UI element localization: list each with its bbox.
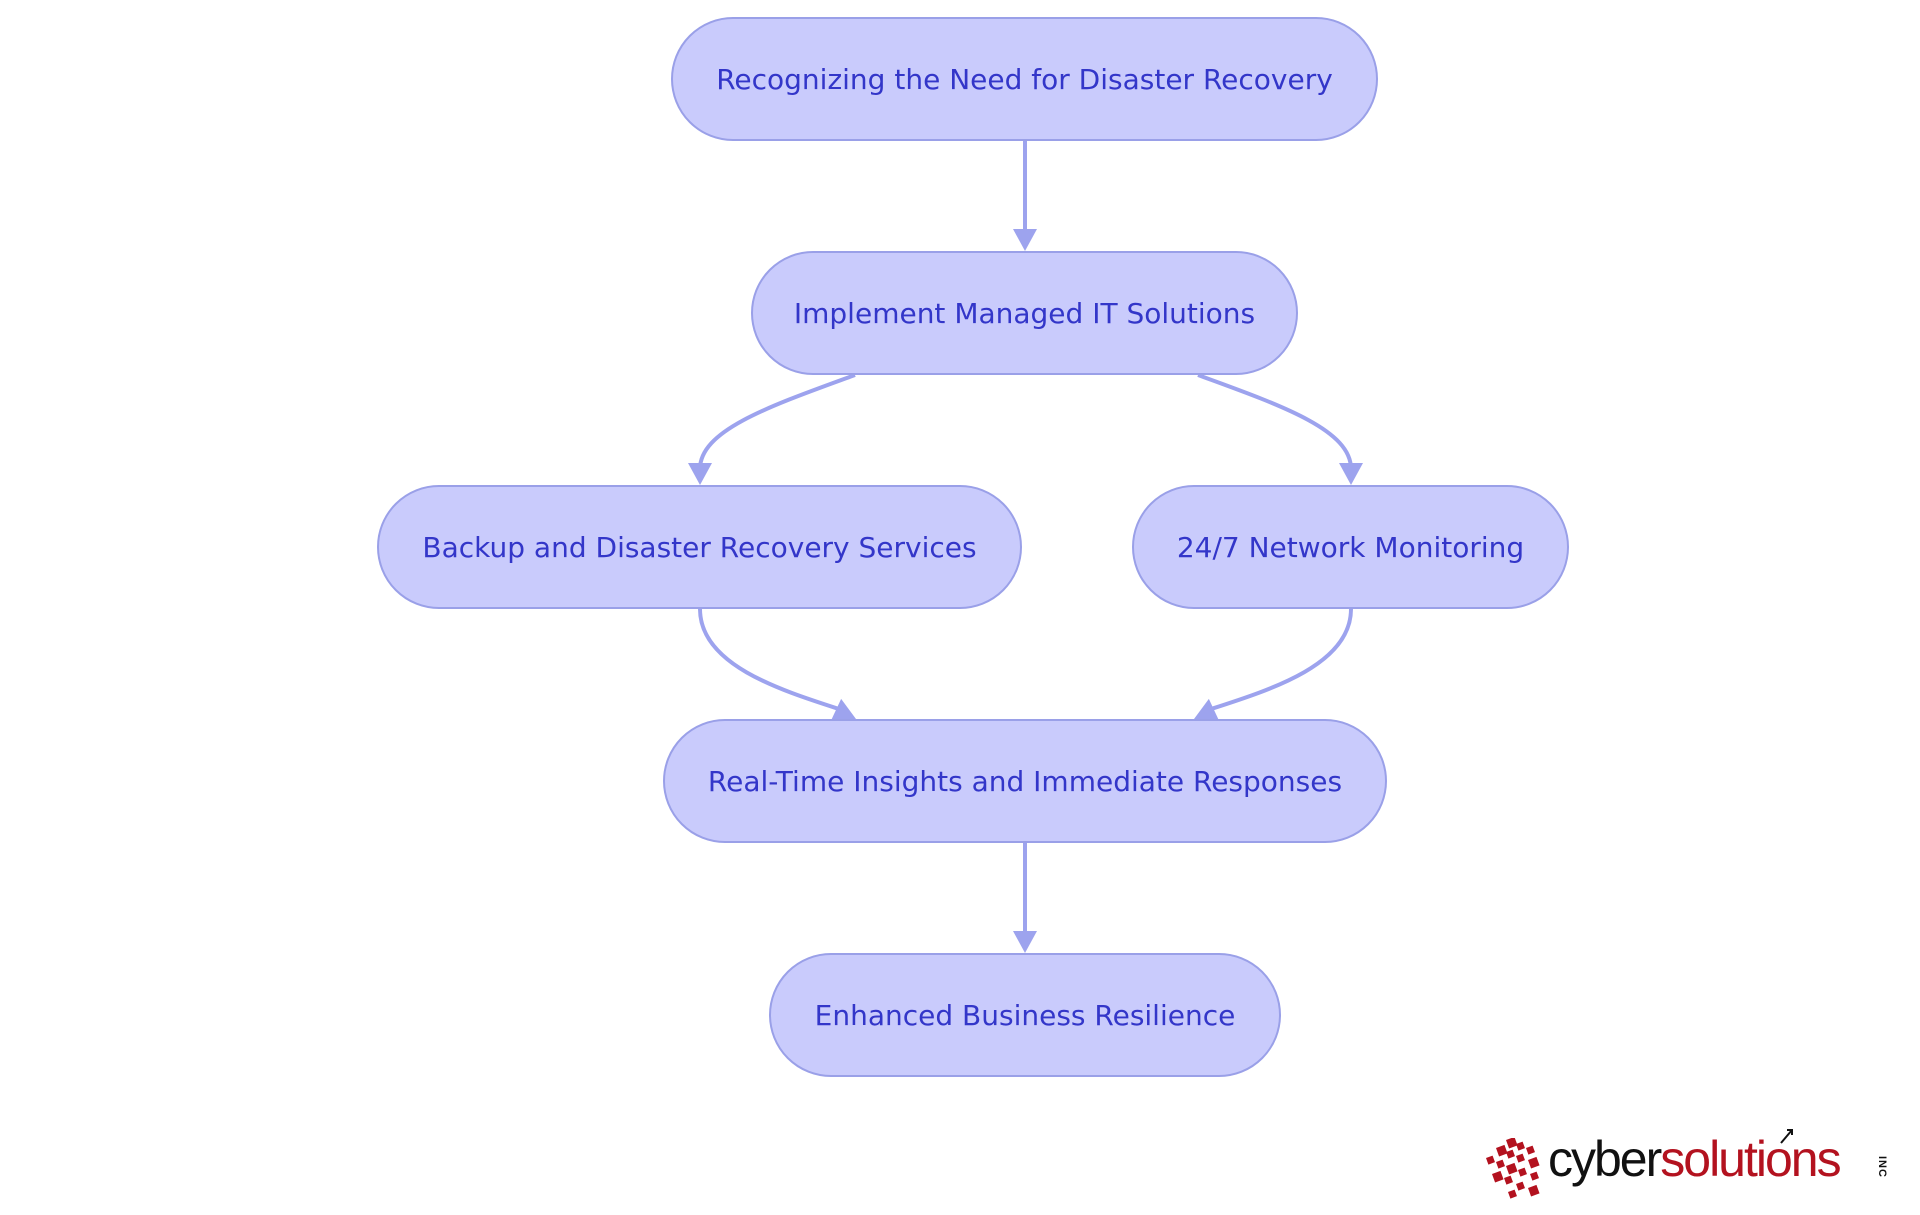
logo-square: [1516, 1181, 1525, 1191]
arrowhead-icon: [1013, 229, 1037, 251]
node-label: Real-Time Insights and Immediate Respons…: [707, 764, 1343, 798]
node-backup-recovery: Backup and Disaster Recovery Services: [377, 485, 1022, 609]
edge-line: [1197, 373, 1353, 470]
logo-wordmark: cybersolutions: [1548, 1131, 1842, 1187]
logo-square: [1516, 1141, 1525, 1151]
node-business-resilience: Enhanced Business Resilience: [769, 953, 1281, 1077]
node-label: Enhanced Business Resilience: [814, 998, 1236, 1032]
edge-backup-to-insights: [698, 608, 856, 721]
logo-square: [1492, 1170, 1504, 1183]
arrowhead-icon: [830, 698, 856, 721]
node-label: Implement Managed IT Solutions: [793, 296, 1256, 330]
arrowhead-icon: [1013, 931, 1037, 953]
edge-insights-to-resilience: [1013, 843, 1037, 953]
logo-square: [1526, 1145, 1535, 1155]
node-network-monitoring: 24/7 Network Monitoring: [1132, 485, 1569, 609]
logo-square: [1486, 1155, 1495, 1165]
edge-managed-to-monitoring: [1197, 373, 1363, 485]
logo-square: [1530, 1171, 1539, 1181]
logo-square: [1516, 1153, 1525, 1163]
logo-inc-suffix: INC: [1876, 1156, 1888, 1178]
edge-monitoring-to-insights: [1194, 608, 1353, 721]
logo-square: [1528, 1156, 1540, 1169]
logo-square: [1496, 1144, 1508, 1157]
edge-line: [698, 373, 856, 470]
arrowhead-icon: [688, 463, 712, 485]
edge-need-to-managed: [1013, 141, 1037, 251]
logo-square: [1504, 1175, 1513, 1185]
node-label: Recognizing the Need for Disaster Recove…: [716, 62, 1333, 96]
logo-square: [1506, 1162, 1518, 1175]
logo-accent-mark: [1780, 1129, 1793, 1144]
logo-word-cyber: cyber: [1548, 1131, 1662, 1187]
node-managed-it: Implement Managed IT Solutions: [751, 251, 1298, 375]
arrowhead-icon: [1194, 698, 1220, 721]
logo-square: [1518, 1167, 1527, 1177]
edge-line: [698, 608, 843, 712]
node-real-time-insights: Real-Time Insights and Immediate Respons…: [663, 719, 1387, 843]
red-squares-mark-icon: [1486, 1138, 1540, 1199]
node-label: Backup and Disaster Recovery Services: [422, 530, 977, 564]
node-recognizing-need: Recognizing the Need for Disaster Recove…: [671, 17, 1378, 141]
node-label: 24/7 Network Monitoring: [1176, 530, 1525, 564]
company-logo: cybersolutions INC: [1478, 1126, 1890, 1208]
arrowhead-icon: [1339, 463, 1363, 485]
logo-word-solutions: solutions: [1660, 1131, 1841, 1187]
logo-square: [1506, 1149, 1515, 1159]
logo-square: [1508, 1189, 1517, 1199]
logo-square: [1528, 1184, 1540, 1197]
logo-square: [1496, 1159, 1505, 1169]
edge-managed-to-backup: [688, 373, 856, 485]
edge-line: [1207, 608, 1353, 712]
logo-square: [1506, 1138, 1518, 1149]
